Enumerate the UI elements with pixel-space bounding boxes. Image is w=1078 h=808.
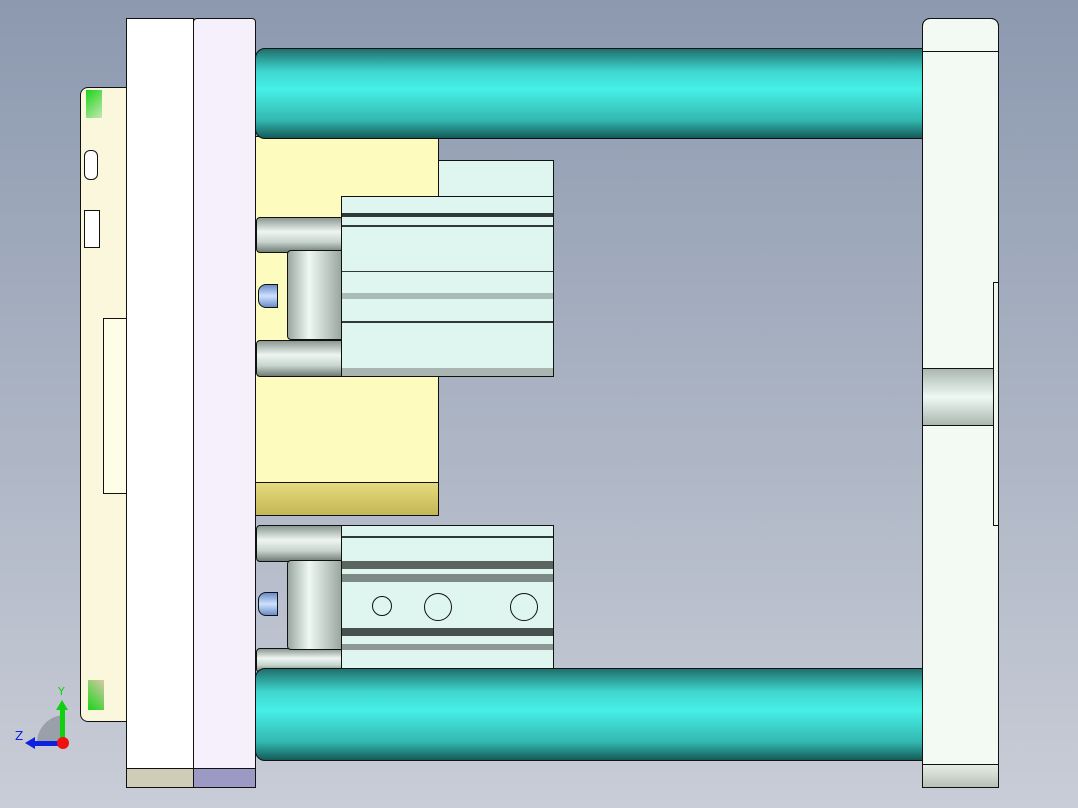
upper-cylinder-cap[interactable] xyxy=(438,160,554,200)
green-chamfer xyxy=(88,680,104,710)
y-axis-arrow xyxy=(60,709,65,739)
bottom-tie-rod[interactable] xyxy=(255,668,923,761)
lower-cylinder-body[interactable] xyxy=(341,525,554,675)
upper-piston-nut[interactable] xyxy=(258,284,278,308)
right-plate-top-edge xyxy=(922,18,999,52)
right-plate-rib xyxy=(993,282,999,526)
z-axis-arrow xyxy=(33,741,63,746)
screw-head xyxy=(372,596,392,616)
clamp-plate[interactable] xyxy=(126,18,194,788)
lavender-plate[interactable] xyxy=(193,18,256,788)
axis-triad: Y Z xyxy=(15,685,75,750)
upper-guide-rod[interactable] xyxy=(256,217,342,253)
right-plate-bottom-edge xyxy=(922,764,999,788)
clamp-plate-base xyxy=(126,768,194,788)
thin-plate-window xyxy=(84,210,100,248)
lower-guide-rod[interactable] xyxy=(256,525,342,562)
y-axis-label: Y xyxy=(58,685,65,698)
right-plate-hub[interactable] xyxy=(922,368,999,426)
upper-cylinder-body[interactable] xyxy=(341,196,554,377)
green-chamfer xyxy=(86,90,102,118)
lavender-plate-base xyxy=(193,768,256,788)
lower-piston-boss[interactable] xyxy=(287,560,342,650)
z-axis-arrowhead xyxy=(25,737,35,749)
port-hole xyxy=(510,593,538,621)
yellow-block-chamfer xyxy=(255,482,439,516)
y-axis-arrowhead xyxy=(56,700,68,710)
thin-plate-slot xyxy=(84,150,98,180)
port-hole xyxy=(424,593,452,621)
top-tie-rod[interactable] xyxy=(255,48,923,139)
lower-piston-nut[interactable] xyxy=(258,592,278,616)
upper-piston-boss[interactable] xyxy=(287,250,342,340)
x-axis-dot xyxy=(57,737,69,749)
z-axis-label: Z xyxy=(15,729,24,743)
upper-guide-rod[interactable] xyxy=(256,340,342,377)
